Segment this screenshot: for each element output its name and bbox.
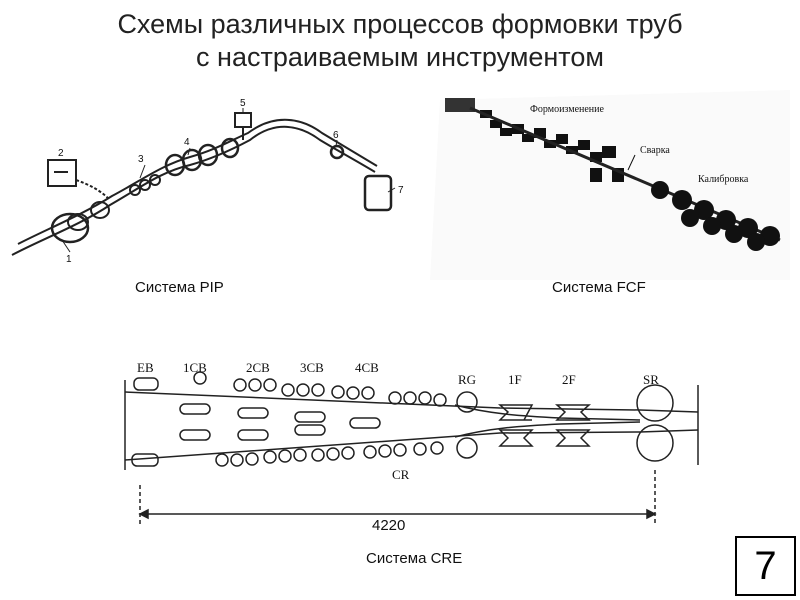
cre-1f-top: [498, 404, 534, 421]
fcf-label-welding: Сварка: [640, 145, 670, 156]
cre-rg-top: [456, 391, 478, 413]
caption-pip: Система PIP: [135, 279, 224, 296]
pip-weld-head: [234, 112, 252, 128]
pip-roll-1b: [67, 213, 89, 231]
fcf-diagram: Формоизменение Сварка Калибровка: [430, 90, 790, 280]
pip-station-6: [329, 144, 345, 160]
pip-collector: [363, 174, 393, 212]
pip-controller-box: [47, 159, 77, 187]
cre-2f-top: [555, 404, 591, 421]
pip-callout-5: 5: [240, 98, 246, 109]
cre-1f-bottom: [498, 429, 534, 447]
fcf-entry-stand: [445, 98, 475, 112]
cre-label-4cb: 4CB: [355, 360, 379, 375]
cre-inner-shape-1a: [179, 403, 211, 415]
cre-sr-bottom: [636, 424, 674, 462]
pip-roll-4c: [197, 143, 219, 167]
cre-rg-bottom: [456, 437, 478, 459]
cre-label-1cb: 1CB: [183, 360, 207, 375]
fcf-sizing-roll: [651, 181, 669, 199]
pip-tube-lower: [11, 125, 376, 256]
cre-label-sr: SR: [643, 372, 659, 387]
slide-title: Схемы различных процессов формовки труб …: [0, 8, 800, 74]
cre-label-3cb: 3CB: [300, 360, 324, 375]
cre-sr-top: [636, 384, 674, 422]
pip-callout-6: 6: [333, 130, 339, 141]
pip-roll-1: [50, 212, 90, 244]
cre-diagram: [124, 371, 699, 525]
fcf-label-forming: Формоизменение: [530, 104, 604, 115]
caption-fcf: Система FCF: [552, 279, 646, 296]
pip-callout-7: 7: [398, 185, 404, 196]
slide-title-line2: с настраиваемым инструментом: [196, 42, 604, 72]
cre-label-1f: 1F: [508, 372, 522, 387]
pip-callout-4: 4: [184, 137, 190, 148]
cre-eb-top: [133, 377, 159, 391]
pip-roll-4d: [220, 137, 240, 159]
pip-roll-1c: [90, 201, 110, 219]
page-number: 7: [735, 536, 796, 596]
slide-title-line1: Схемы различных процессов формовки труб: [117, 9, 683, 39]
pip-callout-2: 2: [58, 148, 64, 159]
cre-label-2cb: 2CB: [246, 360, 270, 375]
cre-label-eb: EB: [137, 360, 154, 375]
cre-eb-bottom: [131, 453, 159, 467]
cre-lower-rolls: [215, 441, 444, 467]
fcf-label-sizing: Калибровка: [698, 174, 749, 185]
caption-cre: Система CRE: [366, 550, 463, 567]
cre-upper-rolls: [193, 371, 447, 407]
pip-callout-1: 1: [66, 254, 72, 265]
cre-label-rg: RG: [458, 372, 476, 387]
cre-label-cr: CR: [392, 467, 410, 482]
cre-label-2f: 2F: [562, 372, 576, 387]
pip-callout-3: 3: [138, 154, 144, 165]
cre-dimension-value: 4220: [372, 517, 405, 534]
cre-2f-bottom: [555, 429, 591, 447]
